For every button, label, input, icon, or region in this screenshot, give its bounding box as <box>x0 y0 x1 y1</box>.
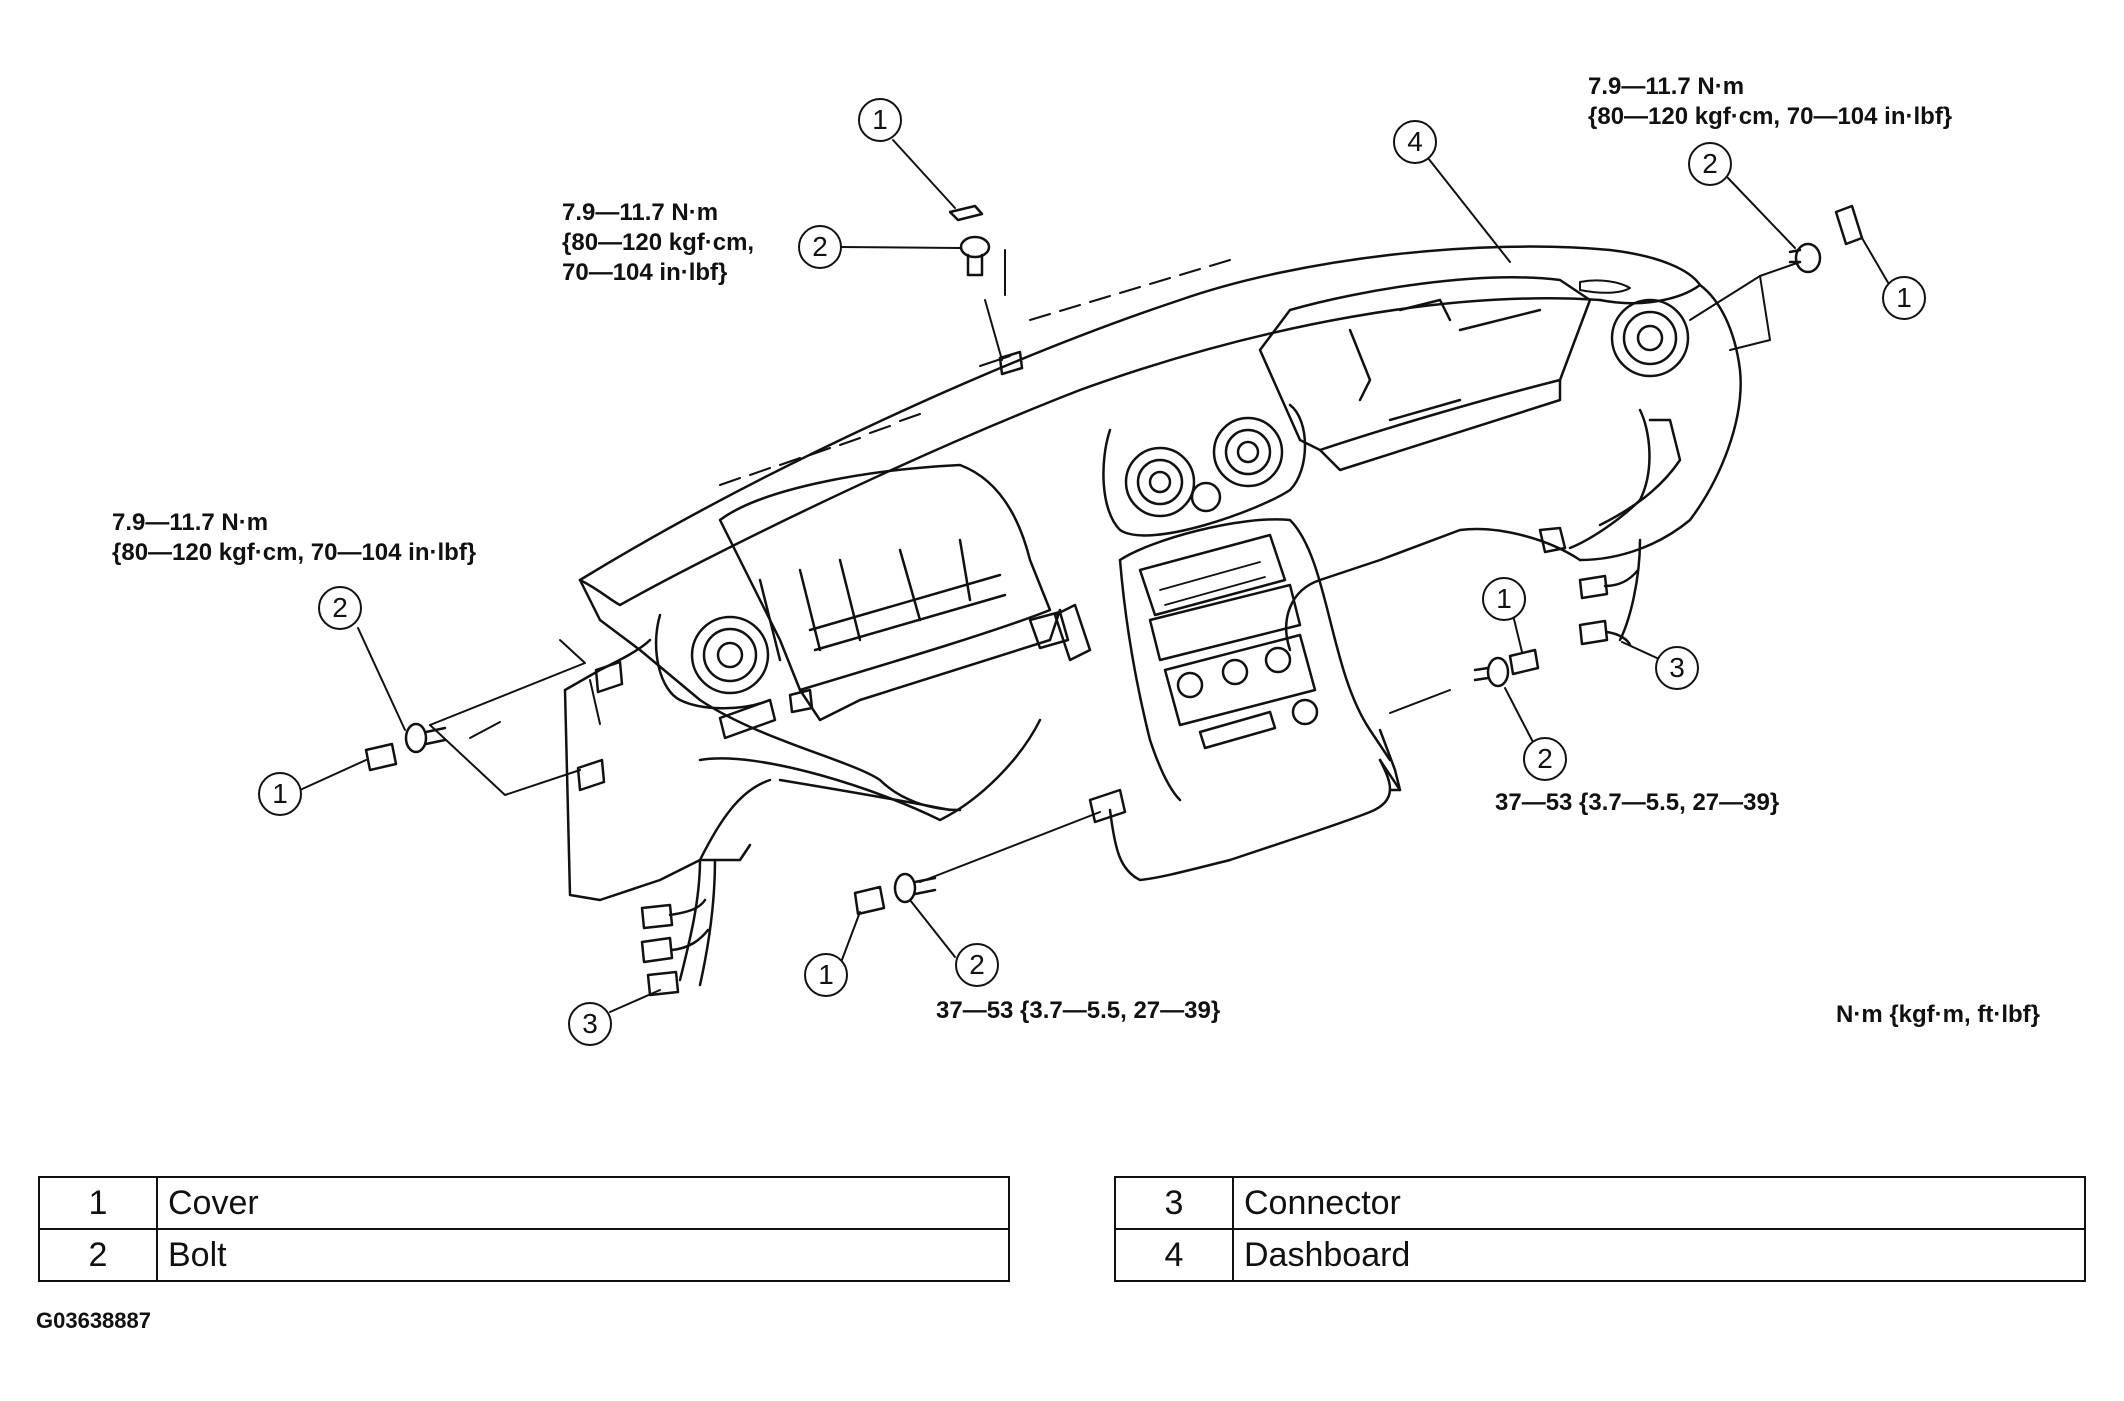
callout-bolt-top-right: 2 <box>1688 142 1732 186</box>
figure-code: G03638887 <box>36 1308 151 1333</box>
legend-row: 4 Dashboard <box>1114 1228 2086 1282</box>
legend-number: 4 <box>1114 1228 1234 1282</box>
legend-name: Cover <box>156 1176 1010 1230</box>
torque-spec-right-center: 37—53 {3.7—5.5, 27—39} <box>1495 789 1780 816</box>
upper-right-opening <box>1258 276 1592 472</box>
bolt-top <box>959 235 991 277</box>
bolt-mid-right <box>1473 656 1510 688</box>
dashboard-body <box>563 245 1742 902</box>
legend-row: 1 Cover <box>38 1176 1010 1230</box>
bolt-left <box>404 722 447 754</box>
legend-name: Dashboard <box>1232 1228 2086 1282</box>
callout-bolt-bottom: 2 <box>955 943 999 987</box>
bolts <box>404 235 1822 904</box>
callout-cover-bottom: 1 <box>804 953 848 997</box>
lower-right-panel <box>1538 408 1682 554</box>
torque-spec-left: 7.9—11.7 N·m {80—120 kgf·cm, 70—104 in·l… <box>112 509 477 566</box>
torque-spec-bottom-center: 37—53 {3.7—5.5, 27—39} <box>936 997 1221 1024</box>
callout-bolt-mid-right: 2 <box>1523 737 1567 781</box>
callout-bolt-left: 2 <box>318 586 362 630</box>
callout-cover-top: 1 <box>858 98 902 142</box>
legend-number: 2 <box>38 1228 158 1282</box>
leader-lines <box>429 249 1801 883</box>
legend-name: Bolt <box>156 1228 1010 1282</box>
mounting-holes <box>576 350 1127 824</box>
center-air-vents <box>1102 403 1307 537</box>
legend-table-right: 3 Connector 4 Dashboard <box>1114 1176 2086 1282</box>
units-note: N·m {kgf·m, ft·lbf} <box>1836 1001 2040 1028</box>
callout-bolt-top: 2 <box>798 225 842 269</box>
legend-number: 1 <box>38 1176 158 1230</box>
callout-cover-top-right: 1 <box>1882 276 1926 320</box>
instrument-cluster-opening <box>718 463 1092 722</box>
callout-leaders <box>299 139 1891 1013</box>
left-lower-panel <box>698 610 1070 822</box>
legend-row: 3 Connector <box>1114 1176 2086 1230</box>
callout-cover-mid-right: 1 <box>1482 577 1526 621</box>
bolt-top-right <box>1788 242 1822 274</box>
torque-spec-top-center: 7.9—11.7 N·m {80—120 kgf·cm, 70—104 in·l… <box>562 199 755 286</box>
left-connectors <box>640 858 717 997</box>
bolt-bottom <box>893 872 937 904</box>
left-air-vent <box>654 613 772 710</box>
right-connectors <box>1578 538 1642 647</box>
callout-connector-bottom-left: 3 <box>568 1002 612 1046</box>
callout-dashboard: 4 <box>1393 120 1437 164</box>
callout-connector-right: 3 <box>1655 646 1699 690</box>
center-console <box>1118 518 1402 802</box>
legend-number: 3 <box>1114 1176 1234 1230</box>
right-air-vent <box>1610 298 1690 378</box>
callout-cover-left: 1 <box>258 772 302 816</box>
legend-name: Connector <box>1232 1176 2086 1230</box>
torque-spec-top-right: 7.9—11.7 N·m {80—120 kgf·cm, 70—104 in·l… <box>1588 73 1953 130</box>
legend-table-left: 1 Cover 2 Bolt <box>38 1176 1010 1282</box>
legend-row: 2 Bolt <box>38 1228 1010 1282</box>
